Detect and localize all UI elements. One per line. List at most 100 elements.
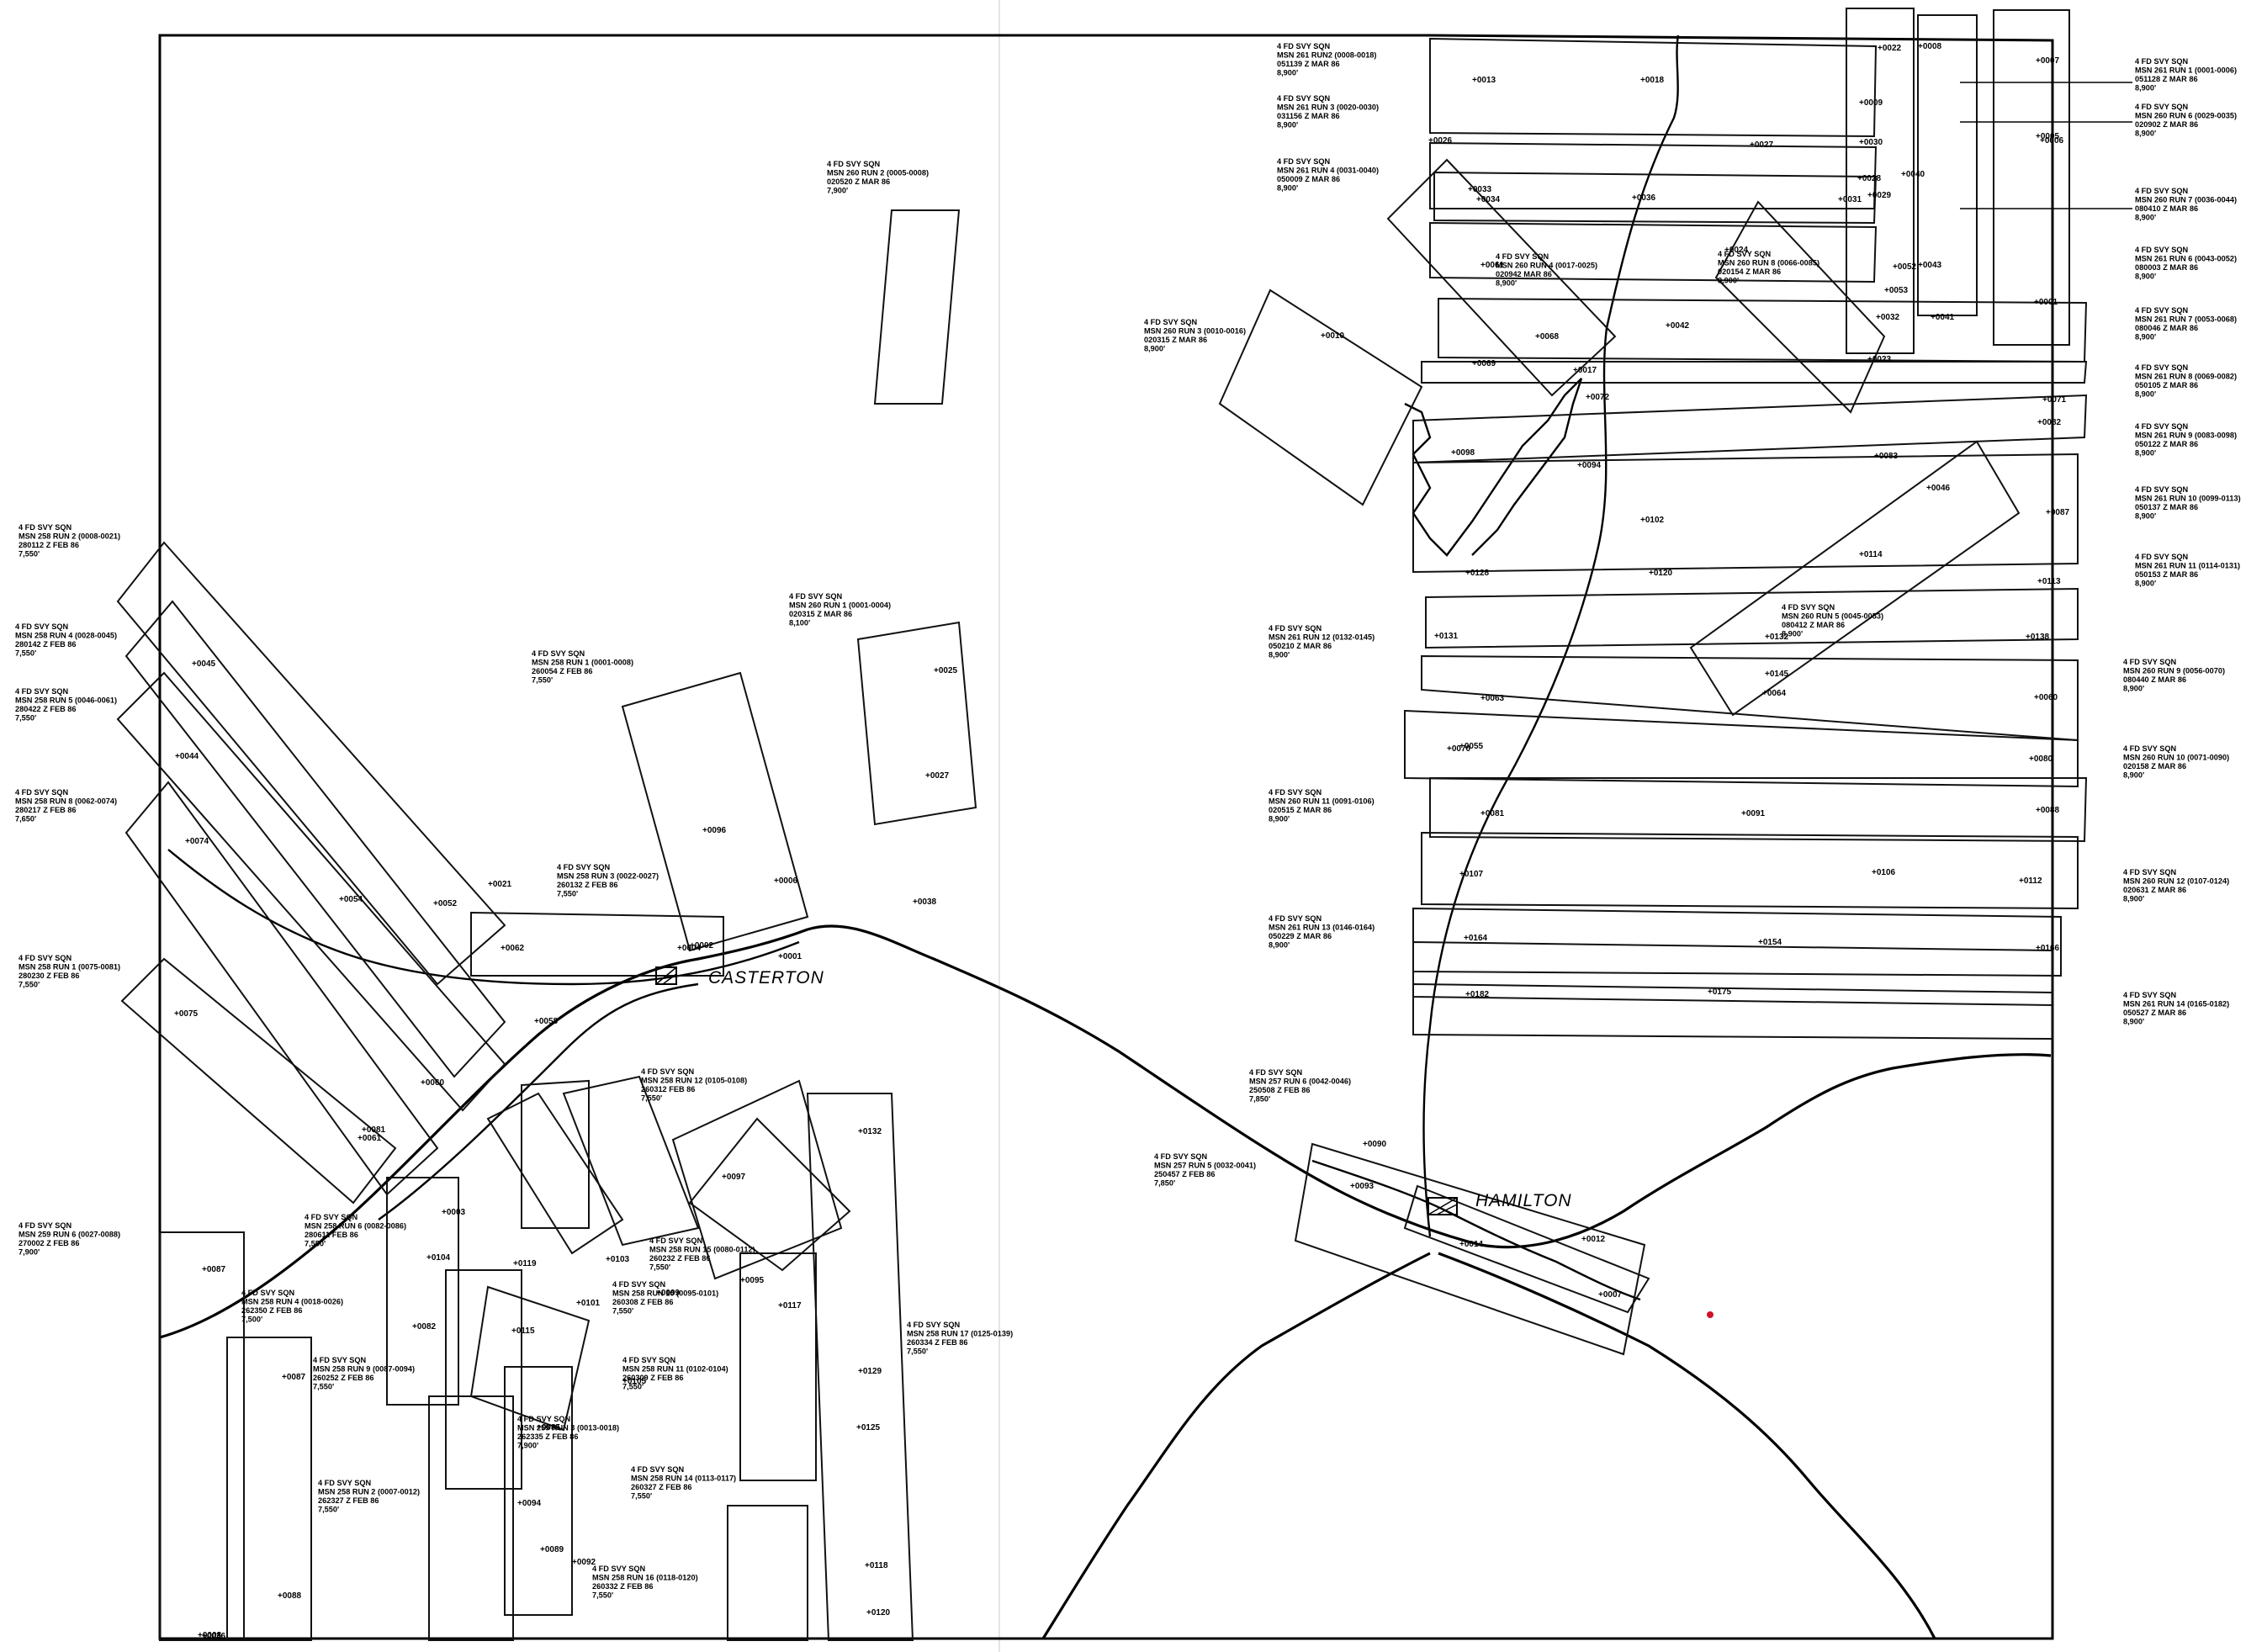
run-label-line: 031156 Z MAR 86: [1277, 112, 1340, 120]
run-rect: [120, 957, 397, 1205]
frame-point-label: +0112: [2019, 876, 2042, 886]
run-rect: [1429, 777, 2088, 843]
run-label-line: MSN 258 RUN 12 (0105-0108): [641, 1077, 747, 1085]
frame-point-label: +0074: [185, 837, 209, 846]
run-rect: [116, 541, 506, 986]
run-label-line: 7,500': [241, 1316, 262, 1324]
run-label-line: 280230 Z FEB 86: [19, 972, 80, 980]
frame-point-label: +0094: [1577, 461, 1602, 470]
run-label-line: MSN 258 RUN 2 (0007-0012): [318, 1488, 420, 1496]
run-rect: [1429, 37, 1878, 138]
run-label-line: 4 FD SVY SQN: [2135, 422, 2189, 431]
frame-point-label: +0102: [1640, 516, 1665, 525]
frame-point-label: +0132: [858, 1127, 882, 1136]
run-rect: [504, 1366, 573, 1616]
frame-point-label: +0138: [2026, 633, 2050, 642]
run-rect: [116, 671, 506, 1112]
frame-point-label: +0032: [1876, 313, 1900, 322]
run-rect: [1403, 1184, 1650, 1314]
run-label-line: 260334 Z FEB 86: [907, 1338, 968, 1347]
run-label-line: 4 FD SVY SQN: [1269, 624, 1322, 633]
run-label-line: MSN 260 RUN 10 (0071-0090): [2123, 754, 2229, 762]
run-label-line: 4 FD SVY SQN: [15, 788, 69, 797]
run-rect: [1404, 709, 2079, 788]
frame-point-label: +0045: [192, 659, 216, 669]
frame-point-label: +0061: [358, 1134, 382, 1143]
run-label-line: 4 FD SVY SQN: [19, 1221, 72, 1230]
frame-point-label: +0029: [1867, 191, 1892, 200]
run-label-line: 7,900': [19, 1248, 40, 1257]
frame-point-label: +0022: [1878, 44, 1902, 53]
run-label-line: 260327 Z FEB 86: [631, 1483, 692, 1491]
frame-point-label: +0021: [488, 880, 512, 889]
frame-point-label: +0088: [2036, 806, 2060, 815]
frame-point-label: +0060: [421, 1078, 445, 1088]
frame-point-label: +0052: [433, 899, 458, 908]
run-label-line: MSN 260 RUN 6 (0029-0035): [2135, 112, 2237, 120]
frame-point-label: +0014: [1459, 1240, 1484, 1249]
run-label-line: 7,550': [19, 981, 40, 989]
frame-point-label: +0026: [1428, 136, 1453, 146]
frame-point-label: +0104: [426, 1253, 451, 1263]
frame-point-label: +0164: [1464, 934, 1488, 943]
frame-point-label: +0034: [1476, 195, 1501, 204]
run-label-line: 262327 Z FEB 86: [318, 1496, 379, 1505]
run-label-line: 4 FD SVY SQN: [517, 1415, 571, 1423]
frame-point-label: +0061: [1480, 261, 1505, 270]
run-label-line: MSN 261 RUN 8 (0069-0082): [2135, 373, 2237, 381]
frame-point-label: +0087: [2046, 508, 2070, 517]
run-label-line: 8,900': [1269, 941, 1290, 950]
run-label-line: MSN 258 RUN 14 (0113-0117): [631, 1475, 736, 1483]
run-rect: [1412, 453, 2079, 574]
frame-point-label: +0005: [2036, 132, 2060, 141]
run-label-line: MSN 261 RUN 10 (0099-0113): [2135, 495, 2241, 503]
run-label-line: 050122 Z MAR 86: [2135, 440, 2198, 448]
coastline-east: [1438, 1252, 1936, 1639]
run-label-line: 4 FD SVY SQN: [1269, 788, 1322, 797]
run-rect: [226, 1337, 312, 1641]
frame-point-label: +0145: [1765, 670, 1789, 679]
river: [1422, 34, 1680, 1237]
frame-point-label: +0101: [576, 1299, 601, 1308]
run-rect: [1714, 200, 1886, 414]
frame-point-label: +0080: [2029, 755, 2053, 764]
frame-point-label: +0063: [1480, 694, 1505, 703]
run-label-line: 4 FD SVY SQN: [1249, 1068, 1303, 1077]
run-label-line: 4 FD SVY SQN: [1277, 157, 1331, 166]
run-label-line: 280142 Z FEB 86: [15, 640, 77, 649]
run-label-line: MSN 261 RUN 6 (0043-0052): [2135, 255, 2237, 263]
run-rect: [806, 1093, 914, 1641]
run-label-line: 8,900': [2135, 390, 2156, 399]
lake-shore: [1404, 378, 1583, 557]
frame-point-label: +0120: [866, 1608, 891, 1618]
run-label-line: 020520 Z MAR 86: [827, 177, 890, 186]
frame-point-label: +0072: [1586, 393, 1610, 402]
run-label-line: 080410 Z MAR 86: [2135, 204, 2198, 213]
run-label-line: 260312 FEB 86: [641, 1085, 695, 1093]
run-label-line: MSN 258 RUN 6 (0082-0086): [305, 1222, 406, 1231]
run-label-line: 080440 Z MAR 86: [2123, 675, 2186, 684]
run-label-line: 7,850': [1249, 1095, 1270, 1104]
run-label-line: MSN 258 RUN 1 (0001-0008): [532, 659, 633, 667]
run-label-line: MSN 261 RUN 3 (0020-0030): [1277, 103, 1379, 112]
run-label-line: MSN 261 RUN 12 (0132-0145): [1269, 633, 1375, 642]
frame-points: +0013+0018+0009+0008+0007+0006+0005+0027…: [174, 42, 2070, 1641]
run-label-line: 4 FD SVY SQN: [1277, 42, 1331, 50]
run-rect: [521, 1079, 590, 1229]
frame-point-label: +0036: [1632, 193, 1656, 203]
run-label-line: 7,550': [305, 1240, 326, 1248]
run-label-line: 050210 Z MAR 86: [1269, 642, 1332, 650]
frame-point-label: +0043: [1918, 261, 1942, 270]
frame-point-label: +0030: [1859, 138, 1883, 147]
frame-point-label: +0182: [1465, 990, 1490, 999]
run-label-line: 7,550': [532, 676, 553, 685]
run-label-line: 7,550': [19, 550, 40, 559]
frame-point-label: +0088: [278, 1591, 302, 1601]
run-label-line: 7,550': [313, 1383, 334, 1391]
run-label-line: 4 FD SVY SQN: [15, 687, 69, 696]
frame-point-label: +0038: [913, 897, 937, 907]
run-label-line: 250508 Z FEB 86: [1249, 1086, 1311, 1094]
frame-point-label: +0001: [2034, 298, 2058, 307]
run-rect: [1386, 158, 1617, 397]
run-label-line: 050137 Z MAR 86: [2135, 503, 2198, 511]
